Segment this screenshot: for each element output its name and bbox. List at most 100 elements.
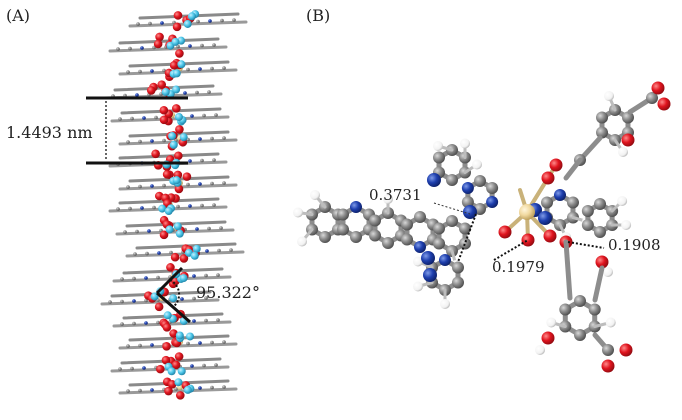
carbon-atom <box>162 68 166 73</box>
nitrogen-atom <box>142 116 146 120</box>
water-atom <box>190 251 199 260</box>
carbon-atom <box>220 18 224 23</box>
bond <box>592 265 605 303</box>
carbon-atom <box>210 340 214 345</box>
water-atom <box>171 37 180 46</box>
carbon-atom <box>138 184 142 189</box>
oxygen-atom <box>651 81 665 95</box>
nitrogen-atom <box>190 114 194 118</box>
carbon-atom <box>581 219 594 231</box>
oxygen-atom <box>154 302 164 312</box>
oxygen-atom <box>159 115 169 125</box>
hydrogen-atom <box>413 281 424 292</box>
hydrogen-atom <box>383 194 393 204</box>
oxygen-atom <box>146 86 156 95</box>
nitrogen-atom <box>461 182 474 194</box>
nitrogen-atom <box>198 182 202 186</box>
oxygen-atom <box>151 149 160 159</box>
carbon-atom <box>212 158 216 162</box>
hydrogen-atom <box>604 91 614 101</box>
nitrogen-atom <box>160 21 164 25</box>
oxygen-atom <box>159 105 169 115</box>
oxygen-atom <box>164 386 173 396</box>
nitrogen-atom <box>198 341 202 345</box>
carbon-atom <box>200 43 204 48</box>
bond <box>118 138 238 146</box>
carbon-atom <box>458 222 471 235</box>
water-atom <box>167 367 176 376</box>
oxygen-atom <box>521 233 535 247</box>
oxygen-atom <box>549 158 563 172</box>
carbon-atom <box>159 92 163 96</box>
carbon-atom <box>581 205 594 217</box>
carbon-atom <box>461 196 474 208</box>
carbon-atom <box>596 126 609 139</box>
oxygen-atom <box>170 252 180 262</box>
nitrogen-atom <box>423 268 437 282</box>
carbon-atom <box>382 237 394 249</box>
hydrogen-atom <box>440 299 450 309</box>
nitrogen-atom <box>486 196 499 208</box>
nitrogen-atom <box>188 44 192 48</box>
oxygen-atom <box>153 39 163 49</box>
bond <box>118 387 238 395</box>
carbon-atom <box>123 230 127 234</box>
carbon-atom <box>559 303 572 316</box>
nitrogen-atom <box>150 139 154 143</box>
nitrogen-atom <box>144 276 148 280</box>
carbon-atom <box>138 388 142 393</box>
nitrogen-atom <box>198 67 202 71</box>
bond <box>115 228 235 236</box>
water-atom <box>183 19 192 28</box>
carbon-atom <box>126 140 130 144</box>
water-atom <box>169 294 178 303</box>
carbon-atom <box>446 174 458 186</box>
nitrogen-atom <box>414 241 426 253</box>
oxygen-atom <box>162 342 171 351</box>
hydrogen-atom <box>618 147 628 157</box>
carbon-atom <box>176 44 180 49</box>
carbon-atom <box>120 299 124 304</box>
carbon-atom <box>196 19 200 24</box>
carbon-atom <box>116 207 120 211</box>
carbon-atom <box>433 151 446 164</box>
oxygen-atom <box>601 359 615 373</box>
water-atom <box>158 204 167 213</box>
oxygen-atom <box>174 184 184 194</box>
nitrogen-atom <box>208 19 212 23</box>
water-atom <box>168 132 177 141</box>
oxygen-atom <box>166 263 175 272</box>
hydrogen-atom <box>471 159 482 170</box>
water-atom <box>172 69 181 78</box>
water-atom <box>161 87 170 96</box>
oxygen-atom <box>173 11 183 20</box>
hydrogen-atom <box>293 207 304 218</box>
carbon-atom <box>574 295 586 307</box>
carbon-atom <box>319 231 331 243</box>
carbon-atom <box>118 367 122 371</box>
nitrogen-atom <box>140 46 144 50</box>
carbon-atom <box>152 205 156 210</box>
carbon-atom <box>451 276 464 289</box>
carbon-atom <box>574 329 586 341</box>
carbon-atom <box>210 66 214 71</box>
oxygen-atom <box>162 323 172 332</box>
oxygen-atom <box>169 329 178 338</box>
nitrogen-atom <box>188 204 192 208</box>
carbon-atom <box>145 251 149 256</box>
carbon-atom <box>120 277 124 281</box>
nitrogen-atom <box>439 254 451 266</box>
carbon-atom <box>123 93 127 98</box>
hydrogen-atom <box>617 196 628 206</box>
carbon-atom <box>204 296 208 300</box>
layer-spacing-marker <box>86 96 188 165</box>
nitrogen-atom <box>132 299 136 303</box>
carbon-atom <box>202 363 206 368</box>
carbon-atom <box>210 136 214 141</box>
carbon-atom <box>186 341 190 346</box>
nitrogen-atom <box>157 251 161 255</box>
carbon-atom <box>132 276 136 281</box>
carbon-atom <box>186 67 190 72</box>
nitrogen-atom <box>188 159 192 163</box>
